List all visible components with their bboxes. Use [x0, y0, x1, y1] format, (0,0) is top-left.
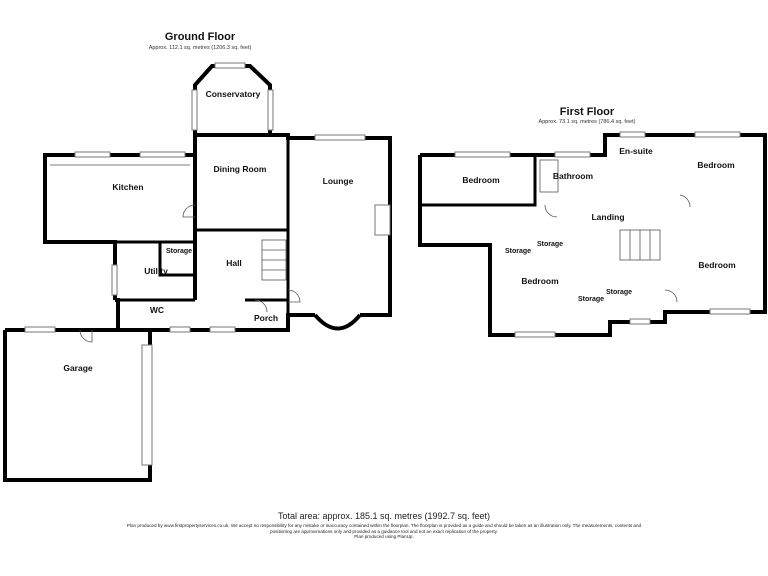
total-area: Total area: approx. 185.1 sq. metres (19… — [277, 511, 491, 521]
room-en-suite: En-suite — [619, 146, 653, 156]
room-dining-room: Dining Room — [214, 164, 267, 174]
room-conservatory: Conservatory — [206, 89, 261, 99]
room-hall: Hall — [226, 258, 242, 268]
ground-floor-title: Ground Floor — [165, 31, 236, 43]
first-floor-area: Approx. 73.1 sq. metres (786.4 sq. feet) — [539, 119, 636, 125]
room-bedroom-4: Bedroom — [521, 276, 559, 286]
disclaimer: Plan produced by www.firstpropertyservic… — [0, 523, 768, 540]
room-kitchen: Kitchen — [112, 182, 143, 192]
room-lounge: Lounge — [323, 176, 354, 186]
plan-credit: Plan produced using PlanUp. — [354, 534, 414, 539]
room-wc: WC — [150, 305, 164, 315]
room-bedroom-3: Bedroom — [698, 260, 736, 270]
room-storage-2: Storage — [505, 248, 531, 255]
room-garage: Garage — [63, 363, 93, 373]
room-storage-4: Storage — [578, 296, 604, 303]
room-bedroom-1: Bedroom — [697, 160, 735, 170]
first-floor-title: First Floor — [560, 106, 615, 118]
room-storage-1: Storage — [537, 241, 563, 248]
room-storage-3: Storage — [606, 289, 632, 296]
room-landing: Landing — [591, 212, 624, 222]
room-bathroom: Bathroom — [553, 171, 594, 181]
disclaimer-text: Plan produced by www.firstpropertyservic… — [126, 523, 642, 534]
ground-floor-plan — [3, 62, 392, 482]
room-bedroom-2: Bedroom — [462, 175, 500, 185]
room-utility: Utility — [144, 266, 168, 276]
room-storage: Storage — [166, 248, 192, 255]
ground-floor-area: Approx. 112.1 sq. metres (1206.3 sq. fee… — [149, 45, 252, 51]
first-floor-plan — [418, 131, 767, 338]
room-porch: Porch — [254, 313, 278, 323]
